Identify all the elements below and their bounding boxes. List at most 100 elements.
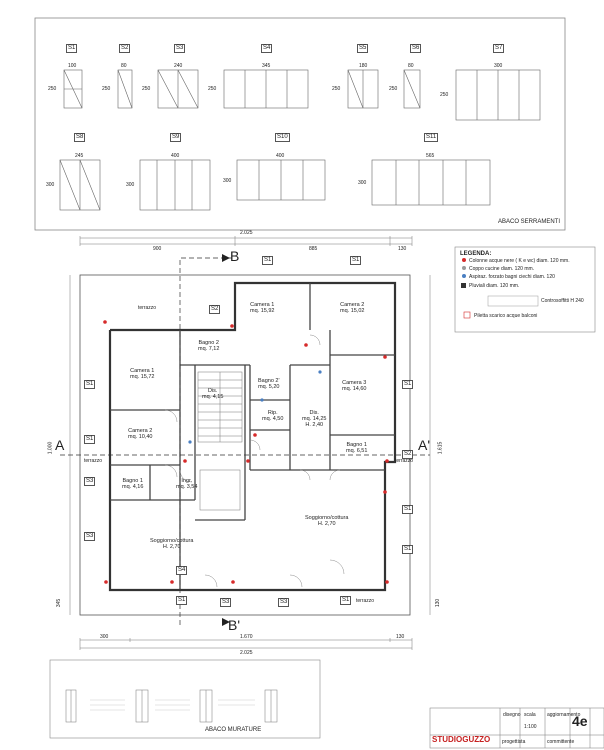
window-code-s8: S8 xyxy=(74,133,86,142)
legend-controsoffitti: Controsoffitti H 240 xyxy=(541,298,584,304)
terrazzo-label-top: terrazzo xyxy=(138,305,157,311)
window-height-s9: 300 xyxy=(126,182,135,188)
plan-tag-s1-i: S1 xyxy=(340,596,352,605)
legend-item-2: Coppo cucine diam. 120 mm. xyxy=(469,266,535,272)
window-width-s4: 345 xyxy=(262,63,271,69)
exterior-walls xyxy=(108,281,397,592)
window-s2-drawing xyxy=(117,69,133,109)
window-code-s11: S11 xyxy=(424,133,439,142)
window-height-s4: 250 xyxy=(208,86,217,92)
legend-controsoffitti-swatch xyxy=(487,295,539,307)
window-width-s2: 80 xyxy=(121,63,127,69)
window-width-s9: 400 xyxy=(171,153,180,159)
room-ripostiglio: Rip.mq. 4,50 xyxy=(262,410,284,422)
window-width-s1: 100 xyxy=(68,63,77,69)
dim-bottom-part-2: 1.670 xyxy=(240,634,253,640)
room-ingresso: Ingr.mq. 3,54 xyxy=(176,478,198,490)
plan-tag-s1-c: S1 xyxy=(84,380,96,389)
studio-logo: STUDIOGUZZO xyxy=(432,735,491,744)
abaco-murature-title: ABACO MURATURE xyxy=(205,727,262,733)
dim-top-left: 900 xyxy=(153,246,162,252)
legend-pozzetti: Piletta scarico acque balconi xyxy=(474,313,538,319)
drain-markers xyxy=(103,320,389,584)
terrazzo-label-bottom: terrazzo xyxy=(356,598,375,604)
title-field-committente: committente xyxy=(547,739,575,745)
window-s8-drawing xyxy=(59,159,101,211)
legend-item-3: Aspiraz. forzato bagni ciechi diam. 120 xyxy=(469,274,555,280)
abaco-serramenti-title: ABACO SERRAMENTI xyxy=(498,219,561,225)
window-s6-drawing xyxy=(403,69,421,109)
abaco-serramenti-frame xyxy=(34,17,566,231)
window-s3-drawing xyxy=(157,69,199,109)
window-code-s5: S5 xyxy=(357,44,369,53)
dim-left-2: 345 xyxy=(56,598,63,608)
window-height-s8: 300 xyxy=(46,182,55,188)
window-code-s3: S3 xyxy=(174,44,186,53)
plan-tag-s1-b: S1 xyxy=(350,256,362,265)
terrazzo-label-left: terrazzo xyxy=(84,458,103,464)
window-height-s1: 250 xyxy=(48,86,57,92)
dim-top-mid: 885 xyxy=(309,246,318,252)
dimension-lines xyxy=(69,236,431,650)
window-height-s11: 300 xyxy=(358,180,367,186)
dim-left-1: 1.000 xyxy=(47,441,54,455)
plan-tag-s3-c: S3 xyxy=(278,598,290,607)
dim-bottom-part-1: 300 xyxy=(100,634,109,640)
plan-tag-s3-b: S3 xyxy=(84,532,96,541)
window-height-s5: 250 xyxy=(332,86,341,92)
section-arrows xyxy=(222,254,230,626)
vent-markers xyxy=(188,370,322,444)
legend-frame xyxy=(454,246,596,333)
window-s10-drawing xyxy=(236,159,326,201)
plan-tag-s1-g: S1 xyxy=(402,545,414,554)
interior-walls xyxy=(110,283,395,590)
window-height-s2: 250 xyxy=(102,86,111,92)
window-width-s8: 245 xyxy=(75,153,84,159)
legend-item-1: Colonne acque nere ( K e wc) diam. 120 m… xyxy=(469,258,570,264)
window-code-s9: S9 xyxy=(170,133,182,142)
window-height-s6: 250 xyxy=(389,86,398,92)
legend-blue-dot xyxy=(462,274,466,278)
window-code-s7: S7 xyxy=(493,44,505,53)
window-s11-drawing xyxy=(371,159,491,206)
title-field-disegno: disegno xyxy=(503,712,521,718)
legend-red-dot xyxy=(462,258,466,262)
window-code-s10: S10 xyxy=(275,133,290,142)
window-height-s10: 300 xyxy=(223,178,232,184)
section-b-bottom: B' xyxy=(228,617,241,633)
wall-annotations xyxy=(90,699,255,711)
terrazzo-label-right: terrazzo xyxy=(395,458,414,464)
window-s5-drawing xyxy=(347,69,379,109)
title-block-grid xyxy=(429,707,604,749)
wall-sections xyxy=(65,689,278,723)
room-disimpegno-center: Dis.mq. 4,15 xyxy=(202,388,224,400)
window-s9-drawing xyxy=(139,159,211,211)
plan-tag-s1-e: S1 xyxy=(402,380,414,389)
dim-top-right: 130 xyxy=(398,246,407,252)
legend-grey-dot xyxy=(462,266,466,270)
plan-tag-s1-f: S1 xyxy=(402,505,414,514)
window-width-s7: 300 xyxy=(494,63,503,69)
title-scale-value: 1:100 xyxy=(524,724,537,730)
window-s4-drawing xyxy=(223,69,309,109)
window-width-s3: 240 xyxy=(174,63,183,69)
plan-tag-s4: S4 xyxy=(176,566,188,575)
window-width-s6: 80 xyxy=(408,63,414,69)
plan-tag-s2-b: S2 xyxy=(402,450,414,459)
section-a-left: A xyxy=(55,437,65,453)
plan-tag-s1-h: S1 xyxy=(176,596,188,605)
door-swings xyxy=(164,334,345,588)
section-a-right: A' xyxy=(418,437,431,453)
window-s7-drawing xyxy=(455,69,541,121)
plan-tag-s3-a: S3 xyxy=(84,477,96,486)
